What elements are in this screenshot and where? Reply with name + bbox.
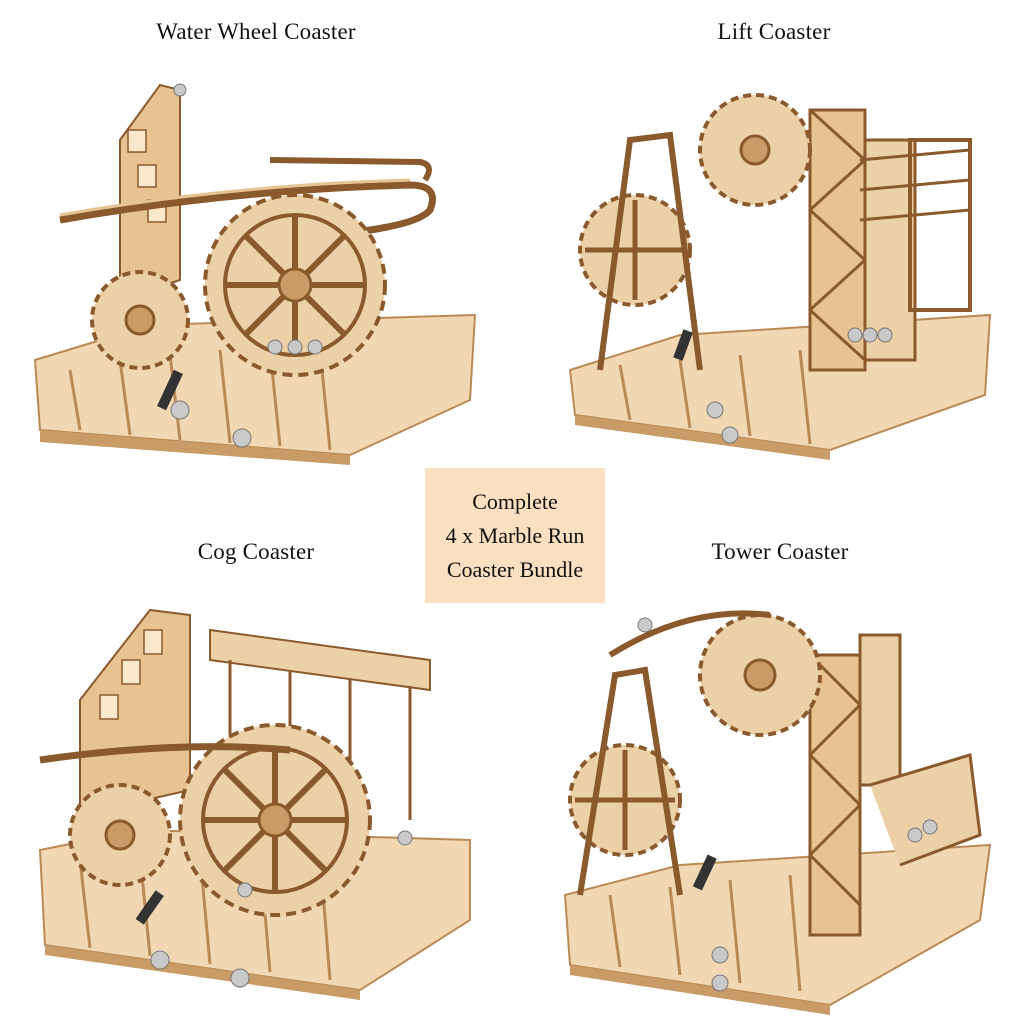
water-wheel-coaster-photo: [30, 70, 480, 470]
cog-coaster-photo: [30, 600, 490, 1000]
badge-line-2: 4 x Marble Run: [445, 522, 585, 548]
bundle-badge: Complete 4 x Marble Run Coaster Bundle: [425, 468, 605, 603]
lift-coaster-photo: [560, 80, 1000, 460]
tower-coaster-title: Tower Coaster: [711, 539, 849, 564]
badge-line-3: Coaster Bundle: [446, 556, 584, 582]
water-wheel-coaster-title: Water Wheel Coaster: [156, 19, 356, 44]
cog-coaster-title: Cog Coaster: [197, 539, 315, 564]
badge-line-1: Complete: [472, 488, 558, 514]
tower-coaster-photo: [550, 595, 1000, 1015]
lift-coaster-title: Lift Coaster: [717, 19, 831, 44]
